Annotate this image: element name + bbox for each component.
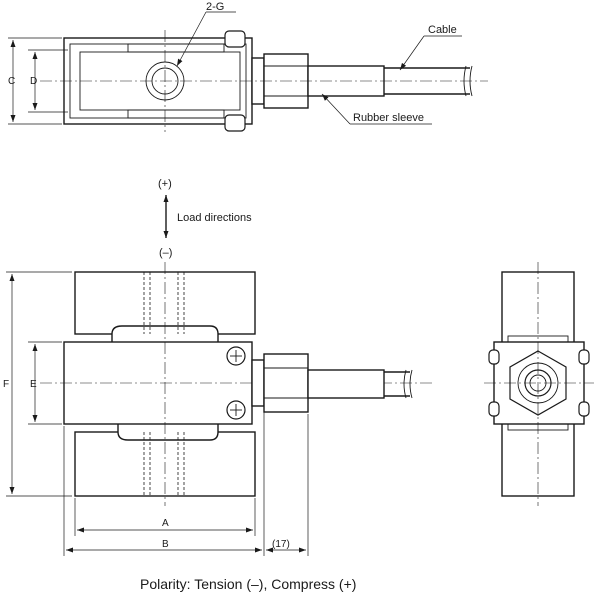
load-minus-label: (–) xyxy=(159,247,172,259)
sleeve-label: Rubber sleeve xyxy=(353,112,424,124)
load-plus-label: (+) xyxy=(158,178,172,190)
hole-label: 2-G xyxy=(206,1,224,13)
side-bolt-right-lower xyxy=(578,401,590,417)
front-rubber-sleeve xyxy=(307,369,385,399)
front-view: F E A B (17) xyxy=(3,262,435,556)
dim-d-label: D xyxy=(30,76,37,87)
top-view: 2-G Cable Rubber sleeve C D xyxy=(8,1,488,132)
front-connector-collar xyxy=(251,359,265,407)
front-lower-notch xyxy=(117,424,219,441)
side-view xyxy=(484,262,594,506)
front-screw-upper xyxy=(226,346,246,366)
dim-e-label: E xyxy=(30,379,37,390)
dim-c-label: C xyxy=(8,76,15,87)
side-bolt-left-lower xyxy=(488,401,500,417)
sleeve-leader xyxy=(321,93,351,125)
dim-b-label: B xyxy=(162,539,169,550)
top-screw-head-lower xyxy=(224,114,246,132)
polarity-caption: Polarity: Tension (–), Compress (+) xyxy=(140,576,356,592)
front-screw-lower xyxy=(226,400,246,420)
front-connector-nut xyxy=(263,353,309,413)
dim-a-label: A xyxy=(162,518,169,529)
side-bolt-right-upper xyxy=(578,349,590,365)
dim-offset-label: (17) xyxy=(272,539,290,550)
side-bolt-left-upper xyxy=(488,349,500,365)
cable-leader xyxy=(399,35,425,71)
load-directions-label: Load directions xyxy=(177,212,252,224)
dim-f-label: F xyxy=(3,379,9,390)
hole-leader xyxy=(176,11,207,67)
load-directions: (+) Load directions (–) xyxy=(158,178,252,259)
cable-label: Cable xyxy=(428,24,457,36)
top-screw-head-upper xyxy=(224,30,246,48)
